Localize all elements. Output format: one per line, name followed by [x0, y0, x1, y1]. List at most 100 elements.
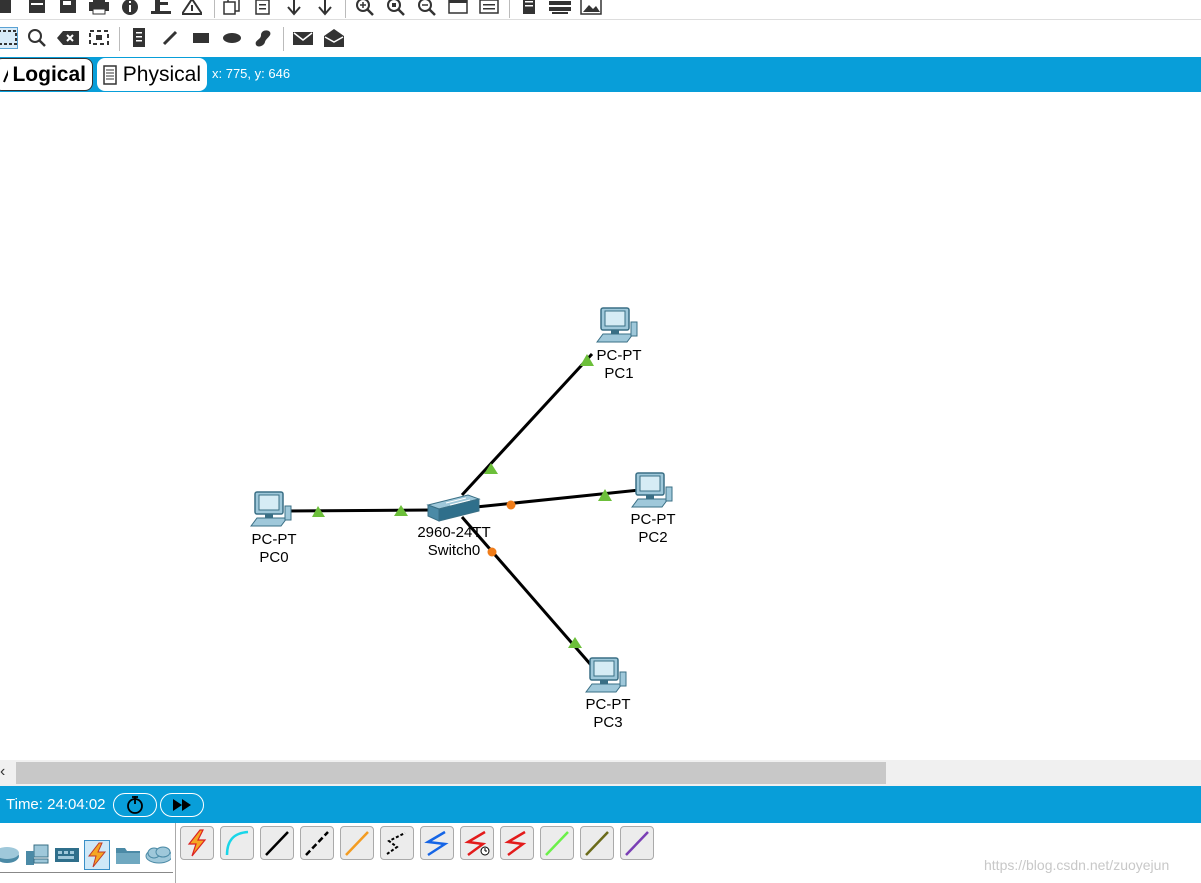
pc1-name: PC1 [604, 365, 634, 382]
pc0-node[interactable]: PC-PT PC0 [244, 531, 304, 567]
new-file-icon[interactable] [0, 0, 16, 18]
cable-phone[interactable] [380, 826, 414, 860]
zoom-out-icon[interactable] [416, 0, 438, 18]
copper-crossover-cable-icon [305, 831, 329, 856]
device-subtype-strip [0, 872, 173, 883]
switch0-model: 2960-24TT [417, 524, 491, 541]
horizontal-scrollbar[interactable]: ‹ [0, 760, 1201, 786]
zoom-reset-icon[interactable] [385, 0, 407, 18]
cable-copper-straight[interactable] [260, 826, 294, 860]
custom-devices-icon[interactable] [478, 0, 500, 18]
image-icon[interactable] [580, 0, 602, 18]
cable-octal[interactable] [540, 826, 574, 860]
open-icon[interactable] [26, 0, 48, 18]
cluster-icon[interactable] [518, 0, 540, 18]
tab-physical[interactable]: Physical [97, 58, 207, 91]
pc3-model: PC-PT [585, 696, 631, 713]
scroll-left-icon[interactable]: ‹ [0, 763, 6, 780]
cable-fiber[interactable] [340, 826, 374, 860]
switch0-name: Switch0 [427, 542, 481, 559]
switch0-node[interactable]: 2960-24TT Switch0 [409, 524, 499, 560]
toolbar-separator [283, 27, 284, 51]
link-pc1-switch0 [460, 352, 594, 497]
workspace-tabbar: Logical Physical x: 775, y: 646 [0, 57, 1201, 92]
cable-serial-dce[interactable] [460, 826, 494, 860]
cable-iot-custom[interactable] [580, 826, 614, 860]
cable-automatic[interactable] [180, 826, 214, 860]
activity-wizard-icon[interactable] [181, 0, 203, 18]
print-icon[interactable] [88, 0, 110, 18]
tab-physical-label: Physical [122, 62, 201, 86]
link-light-switch0-pc3 [487, 547, 497, 557]
cable-copper-crossover[interactable] [300, 826, 334, 860]
zoom-in-icon[interactable] [354, 0, 376, 18]
copper-straight-cable-icon [265, 831, 289, 856]
resize-shape-icon[interactable] [88, 27, 110, 49]
tab-logical[interactable]: Logical [0, 58, 93, 91]
add-complex-pdu-icon[interactable] [323, 27, 345, 49]
delete-icon[interactable] [57, 27, 79, 49]
cable-coaxial[interactable] [420, 826, 454, 860]
time-bar: Time: 24:04:02 [0, 786, 1201, 823]
fiber-cable-icon [345, 831, 369, 856]
viewport-icon[interactable] [549, 0, 571, 18]
pc3-icon [585, 657, 627, 693]
pc0-model: PC-PT [251, 531, 297, 548]
pc1-model: PC-PT [596, 347, 642, 364]
pc3-name: PC3 [593, 714, 623, 731]
end-devices-icon[interactable] [24, 840, 50, 870]
multiuser-connection-icon[interactable] [145, 840, 171, 870]
freeform-icon[interactable] [252, 27, 274, 49]
cursor-coordinates: x: 775, y: 646 [212, 66, 291, 81]
undo-icon[interactable] [283, 0, 305, 18]
save-icon[interactable] [57, 0, 79, 18]
connections-icon[interactable] [84, 840, 110, 870]
automatic-cable-icon [187, 829, 207, 857]
pc2-node[interactable]: PC-PT PC2 [623, 511, 683, 547]
logical-icon [3, 68, 9, 82]
cable-usb[interactable] [620, 826, 654, 860]
cable-serial-dte[interactable] [500, 826, 534, 860]
draw-rectangle-icon[interactable] [190, 27, 212, 49]
power-cycle-icon [127, 796, 143, 814]
cable-console[interactable] [220, 826, 254, 860]
inspect-icon[interactable] [26, 27, 48, 49]
serial-dte-cable-icon [504, 830, 527, 857]
topology-diagram [250, 307, 673, 693]
power-cycle-button[interactable] [113, 793, 157, 817]
edit-toolbar [0, 21, 1201, 57]
select-icon[interactable] [0, 27, 18, 49]
drawing-palette-icon[interactable] [447, 0, 469, 18]
link-light-switch0-pc2 [506, 500, 516, 510]
logical-workspace[interactable]: PC-PT PC0 PC-PT PC1 PC-PT PC2 PC-PT PC3 … [0, 92, 1201, 760]
pc1-icon [596, 307, 638, 343]
pc3-node[interactable]: PC-PT PC3 [578, 696, 638, 732]
paste-icon[interactable] [252, 0, 274, 18]
link-pc2-switch0 [475, 488, 641, 509]
octal-cable-icon [545, 831, 569, 856]
toolbar-separator [509, 0, 510, 18]
network-info-icon[interactable] [150, 0, 172, 18]
draw-ellipse-icon[interactable] [221, 27, 243, 49]
add-simple-pdu-icon[interactable] [292, 27, 314, 49]
scrollbar-thumb[interactable] [16, 762, 886, 784]
fast-forward-button[interactable] [160, 793, 204, 817]
serial-dce-cable-icon [464, 830, 490, 857]
info-icon[interactable] [119, 0, 141, 18]
link-pc3-switch0 [460, 516, 593, 666]
usb-cable-icon [625, 831, 649, 856]
network-devices-icon[interactable] [0, 840, 20, 870]
copy-icon[interactable] [221, 0, 243, 18]
miscellaneous-icon[interactable] [115, 840, 141, 870]
switch-icon [426, 494, 481, 522]
draw-line-icon[interactable] [159, 27, 181, 49]
link-light-switch0-pc1 [484, 463, 498, 474]
components-icon[interactable] [54, 840, 80, 870]
pc2-icon [631, 472, 673, 508]
pc1-node[interactable]: PC-PT PC1 [589, 347, 649, 383]
fast-forward-icon [173, 799, 191, 811]
watermark: https://blog.csdn.net/zuoyejun [984, 857, 1170, 873]
redo-icon[interactable] [314, 0, 336, 18]
toolbar-separator [345, 0, 346, 18]
place-note-icon[interactable] [128, 27, 150, 49]
